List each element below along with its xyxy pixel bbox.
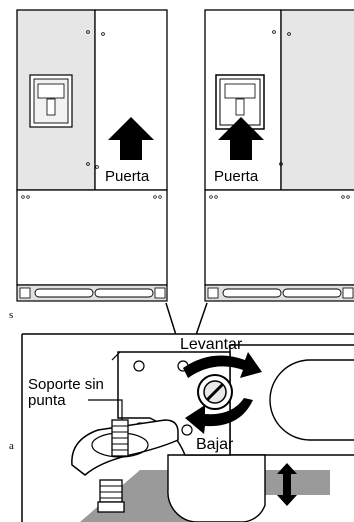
rotate-up-arrow-icon bbox=[183, 352, 262, 378]
door-label-left: Puerta bbox=[105, 168, 150, 185]
bracket-foot bbox=[71, 419, 179, 513]
margin-fragment-bottom: a bbox=[9, 440, 14, 452]
roller-wheel bbox=[167, 454, 266, 522]
fridge-left-freezer bbox=[16, 189, 168, 286]
refrigerator-left: Puerta bbox=[16, 9, 168, 302]
raise-label: Levantar bbox=[180, 336, 243, 353]
callout-line-right bbox=[195, 302, 208, 336]
fridge-right-door-right bbox=[280, 9, 354, 191]
bracket-label-line2: punta bbox=[28, 392, 66, 409]
rotate-down-arrow-icon bbox=[185, 398, 253, 434]
bracket-label-line1: Soporte sin bbox=[28, 376, 104, 393]
fridge-left-door-right bbox=[94, 9, 168, 191]
callout-line-left bbox=[165, 302, 177, 336]
up-down-arrow-icon bbox=[277, 463, 297, 506]
adjustment-screw bbox=[197, 374, 233, 410]
arrow-up-icon bbox=[218, 117, 264, 160]
lower-label: Bajar bbox=[196, 436, 234, 453]
base-grille-right bbox=[204, 284, 354, 302]
refrigerator-right: Puerta bbox=[204, 9, 354, 302]
door-label-right: Puerta bbox=[214, 168, 259, 185]
water-dispenser-left bbox=[29, 74, 73, 128]
margin-fragment-top: s bbox=[9, 309, 13, 321]
bracket-leader-line bbox=[88, 399, 123, 420]
base-grille-left bbox=[16, 284, 168, 302]
arrow-up-icon bbox=[108, 117, 154, 160]
fridge-right-freezer bbox=[204, 189, 354, 286]
leveling-detail: Levantar Bajar Soporte sin punta bbox=[21, 333, 354, 522]
